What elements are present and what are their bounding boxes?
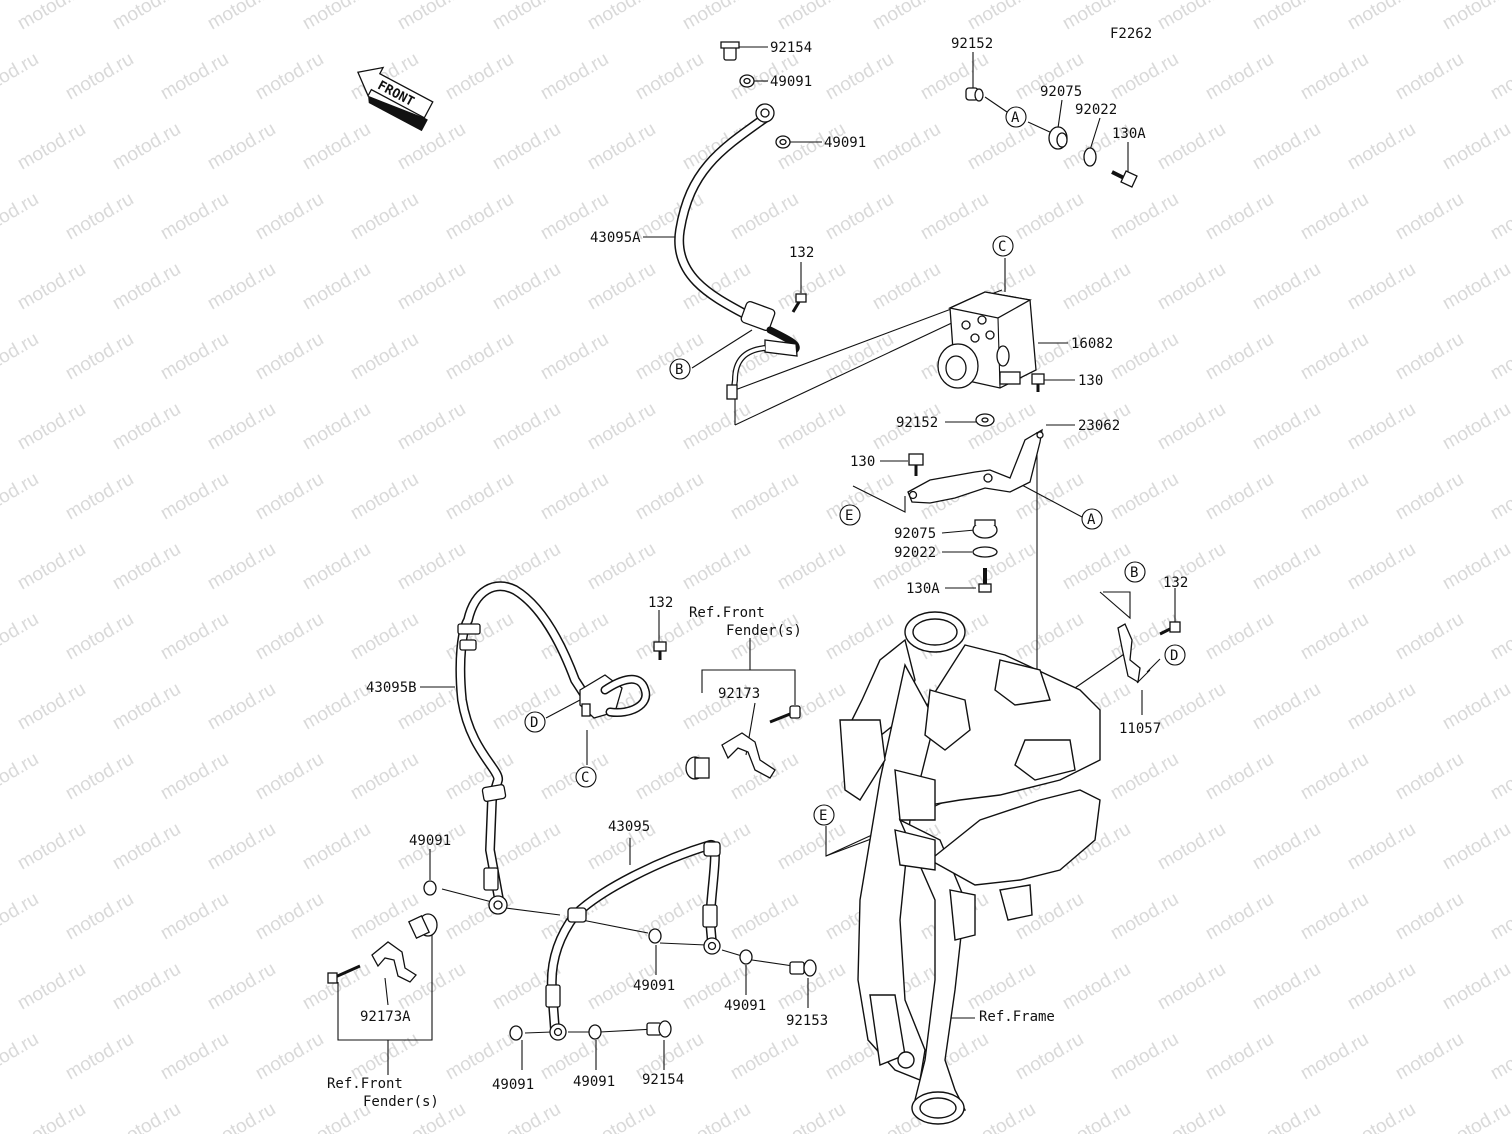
callout-e-frame: E	[813, 804, 835, 826]
label-ref-front-top-1: Ref.Front	[689, 605, 765, 621]
clamp-92173	[685, 705, 801, 780]
label-92075-lower: 92075	[894, 526, 936, 542]
label-130-bracket: 130	[850, 454, 875, 470]
hose-joint-bracket	[579, 674, 651, 719]
front-arrow-icon: FRONT	[356, 66, 434, 132]
label-132-left: 132	[648, 595, 673, 611]
svg-text:C: C	[998, 239, 1006, 255]
diagram-code: F2262	[1110, 26, 1152, 42]
bolt-132-left	[653, 641, 667, 660]
label-132-right: 132	[1163, 575, 1188, 591]
washer-92022-lower	[972, 546, 998, 558]
collar-92152-abs	[975, 413, 995, 427]
label-92022-top: 92022	[1075, 102, 1117, 118]
svg-text:B: B	[1130, 565, 1138, 581]
svg-text:B: B	[675, 362, 683, 378]
bolt-130-bracket	[908, 453, 924, 476]
label-49091-bottom-mid: 49091	[573, 1074, 615, 1090]
label-43095a: 43095A	[590, 230, 641, 246]
callout-group: A C B E A B D D C E	[524, 106, 1186, 826]
label-49091-top: 49091	[770, 74, 812, 90]
label-92173: 92173	[718, 686, 760, 702]
banjo-bolt-92154-bottom	[646, 1020, 672, 1038]
washer-49091-bottom-left	[509, 1025, 523, 1041]
washer-49091-mid	[775, 135, 791, 149]
grommet-92075-lower	[972, 519, 998, 539]
bolt-130a-lower	[978, 568, 992, 593]
label-49091-right: 49091	[724, 998, 766, 1014]
callout-e-bracket: E	[839, 504, 861, 526]
label-23062: 23062	[1078, 418, 1120, 434]
washer-49091-center	[648, 928, 662, 944]
label-11057: 11057	[1119, 721, 1161, 737]
banjo-bolt-92154-top	[720, 41, 740, 61]
label-130a-lower: 130A	[906, 581, 940, 597]
brake-hose-43095b	[455, 581, 593, 915]
callout-a-top: A	[1005, 106, 1027, 128]
callout-b-left: B	[669, 358, 691, 380]
label-130a-top: 130A	[1112, 126, 1146, 142]
washer-49091-bottom-mid	[588, 1024, 602, 1040]
svg-text:E: E	[819, 808, 827, 824]
label-43095: 43095	[608, 819, 650, 835]
callout-d-right: D	[1164, 644, 1186, 666]
svg-text:D: D	[530, 715, 538, 731]
bolt-132-right	[1159, 621, 1181, 636]
label-49091-center: 49091	[633, 978, 675, 994]
bolt-132-upper	[791, 293, 807, 313]
svg-text:C: C	[581, 770, 589, 786]
label-ref-frame: Ref.Frame	[979, 1009, 1055, 1025]
svg-text:E: E	[845, 508, 853, 524]
callout-a-bracket: A	[1081, 508, 1103, 530]
svg-text:D: D	[1170, 648, 1178, 664]
washer-49091-right	[739, 949, 753, 965]
abs-unit-16082	[937, 291, 1037, 389]
bracket-23062	[907, 428, 1044, 504]
washer-49091-left	[423, 880, 437, 896]
label-49091-left: 49091	[409, 833, 451, 849]
label-92154-top: 92154	[770, 40, 812, 56]
label-92153: 92153	[786, 1013, 828, 1029]
label-43095b: 43095B	[366, 680, 417, 696]
part-labels: 92154 49091 49091 43095A 132 92152 92075…	[327, 36, 1188, 1110]
svg-text:A: A	[1011, 110, 1020, 126]
label-92154-bottom: 92154	[642, 1072, 684, 1088]
banjo-bolt-92153	[789, 959, 817, 977]
bolt-130a-top	[1111, 170, 1138, 188]
label-92152-top: 92152	[951, 36, 993, 52]
label-16082: 16082	[1071, 336, 1113, 352]
callout-b-right: B	[1124, 561, 1146, 583]
washer-92022-top	[1083, 147, 1097, 167]
label-92152-abs: 92152	[896, 415, 938, 431]
brake-hose-43095a	[674, 103, 800, 400]
label-ref-front-bottom-1: Ref.Front	[327, 1076, 403, 1092]
callout-d-left: D	[524, 711, 546, 733]
bolt-130-abs	[1031, 373, 1045, 392]
svg-text:A: A	[1087, 512, 1096, 528]
label-130-abs: 130	[1078, 373, 1103, 389]
label-92173a: 92173A	[360, 1009, 411, 1025]
label-92022-lower: 92022	[894, 545, 936, 561]
collar-92152-top	[965, 87, 984, 102]
frame-assembly	[839, 611, 1101, 1125]
clamp-92173a	[327, 913, 438, 984]
callout-c-left: C	[575, 766, 597, 788]
label-92075-top: 92075	[1040, 84, 1082, 100]
label-ref-front-top-2: Fender(s)	[726, 623, 802, 639]
label-49091-mid: 49091	[824, 135, 866, 151]
grommet-92075-top	[1048, 126, 1068, 150]
clamp-11057	[1117, 623, 1141, 684]
brake-hose-43095	[545, 840, 721, 1041]
washer-49091-top	[739, 74, 755, 88]
label-49091-bottom-left: 49091	[492, 1077, 534, 1093]
label-132-upper: 132	[789, 245, 814, 261]
callout-c-abs: C	[992, 235, 1014, 257]
label-ref-front-bottom-2: Fender(s)	[363, 1094, 439, 1110]
